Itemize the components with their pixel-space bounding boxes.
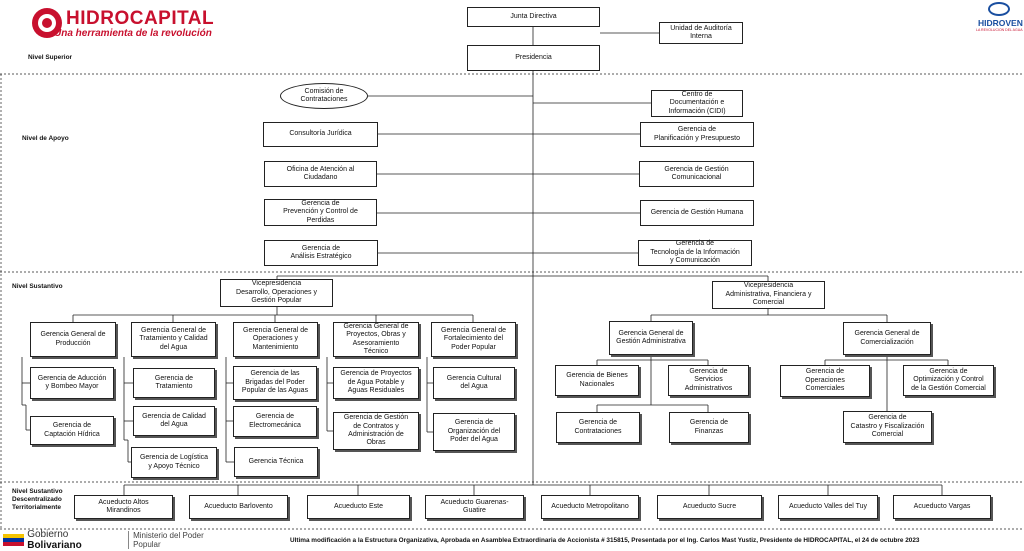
unit-gg-gestion-administrativa[interactable]: Gerencia General de Gestión Administrati… (609, 321, 693, 355)
unit-cultural-agua[interactable]: Gerencia Cultural del Agua (433, 367, 515, 399)
unit-vp-administrativa[interactable]: Vicepresidencia Administrativa, Financie… (712, 281, 825, 309)
hidroven-slogan: LA REVOLUCION DEL AGUA (976, 28, 1023, 32)
ministerio-text: Ministerio del Poder Popular (128, 531, 230, 549)
unit-contrataciones[interactable]: Gerencia de Contrataciones (556, 412, 640, 443)
unit-auditoria-interna[interactable]: Unidad de Auditoría Interna (659, 22, 743, 44)
hidroven-logo: HIDROVEN LA REVOLUCION DEL AGUA (976, 2, 1024, 34)
unit-consultoria-juridica[interactable]: Consultoría Jurídica (263, 122, 378, 147)
gobierno-text: Gobierno Bolivariano (27, 529, 122, 551)
level-label-descentralizado: Nivel Sustantivo Descentralizado Territo… (12, 488, 63, 511)
level-label-sustantivo: Nivel Sustantivo (12, 283, 63, 290)
unit-brigadas-poder-popular[interactable]: Gerencia de las Brigadas del Poder Popul… (233, 366, 317, 400)
gobierno-bolivariano-logo: Gobierno Bolivariano Ministerio del Pode… (0, 529, 230, 551)
unit-acueducto-altos-mirandinos[interactable]: Acueducto Altos Mirandinos (74, 495, 173, 519)
unit-logistica-apoyo[interactable]: Gerencia de Logística y Apoyo Técnico (131, 447, 217, 478)
unit-gg-operaciones[interactable]: Gerencia General de Operaciones y Manten… (233, 322, 318, 357)
unit-acueducto-vargas[interactable]: Acueducto Vargas (893, 495, 991, 519)
footer-modification-note: Ultima modificación a la Estructura Orga… (290, 537, 920, 544)
unit-catastro-fiscalizacion[interactable]: Gerencia de Catastro y Fiscalización Com… (843, 411, 932, 443)
unit-analisis-estrategico[interactable]: Gerencia de Análisis Estratégico (264, 240, 378, 266)
org-slogan: Una herramienta de la revolución (54, 28, 212, 39)
gobierno-word: Gobierno (27, 529, 69, 540)
unit-acueducto-guarenas-guatire[interactable]: Acueducto Guarenas- Guatire (425, 495, 524, 519)
unit-gestion-comunicacional[interactable]: Gerencia de Gestión Comunicacional (639, 161, 754, 187)
unit-junta-directiva[interactable]: Junta Directiva (467, 7, 600, 27)
unit-gg-fortalecimiento[interactable]: Gerencia General de Fortalecimiento del … (431, 322, 516, 357)
unit-acueducto-sucre[interactable]: Acueducto Sucre (657, 495, 762, 519)
unit-operaciones-comerciales[interactable]: Gerencia de Operaciones Comerciales (780, 365, 870, 397)
unit-control-perdidas[interactable]: Gerencia de Prevención y Control de Perd… (264, 199, 377, 226)
unit-tecnologia-informacion[interactable]: Gerencia de Tecnología de la Información… (638, 240, 752, 266)
unit-proyectos-agua-potable[interactable]: Gerencia de Proyectos de Agua Potable y … (333, 367, 419, 399)
unit-planificacion-presupuesto[interactable]: Gerencia de Planificación y Presupuesto (640, 122, 754, 147)
unit-aduccion-bombeo[interactable]: Gerencia de Aducción y Bombeo Mayor (30, 367, 114, 399)
unit-vp-desarrollo-operaciones[interactable]: Vicepresidencia Desarrollo, Operaciones … (220, 279, 333, 307)
unit-acueducto-valles-tuy[interactable]: Acueducto Valles del Tuy (778, 495, 878, 519)
level-label-superior: Nivel Superior (28, 54, 73, 61)
unit-servicios-administrativos[interactable]: Gerencia de Servicios Administrativos (668, 365, 749, 396)
unit-gg-tratamiento[interactable]: Gerencia General de Tratamiento y Calida… (131, 322, 216, 357)
unit-atencion-ciudadano[interactable]: Oficina de Atención al Ciudadano (264, 161, 377, 187)
hidrocapital-logo: HIDROCAPITAL Una herramienta de la revol… (32, 8, 232, 40)
unit-gg-comercializacion[interactable]: Gerencia General de Comercialización (843, 322, 931, 355)
unit-gg-produccion[interactable]: Gerencia General de Producción (30, 322, 116, 357)
unit-contratos-obras[interactable]: Gerencia de Gestión de Contratos y Admin… (333, 412, 419, 450)
water-drop-icon (988, 2, 1010, 16)
unit-tratamiento[interactable]: Gerencia de Tratamiento (133, 368, 215, 398)
unit-gestion-humana[interactable]: Gerencia de Gestión Humana (640, 200, 754, 226)
org-name: HIDROCAPITAL (66, 8, 215, 29)
unit-acueducto-este[interactable]: Acueducto Este (307, 495, 410, 519)
unit-electromecanica[interactable]: Gerencia de Electromecánica (233, 406, 317, 437)
unit-organizacion-poder-agua[interactable]: Gerencia de Organización del Poder del A… (433, 413, 515, 451)
venezuela-flag-icon (3, 534, 25, 546)
unit-calidad-agua[interactable]: Gerencia de Calidad del Agua (133, 406, 215, 436)
unit-captacion-hidrica[interactable]: Gerencia de Captación Hídrica (30, 416, 114, 445)
unit-cidi[interactable]: Centro de Documentación e Información (C… (651, 90, 743, 117)
unit-acueducto-metropolitano[interactable]: Acueducto Metropolitano (541, 495, 639, 519)
unit-bienes-nacionales[interactable]: Gerencia de Bienes Nacionales (555, 365, 639, 396)
hidrocapital-logo-icon (32, 8, 62, 38)
unit-optimizacion-control[interactable]: Gerencia de Optimización y Control de la… (903, 365, 994, 396)
level-label-apoyo: Nivel de Apoyo (22, 135, 69, 142)
unit-gg-proyectos[interactable]: Gerencia General de Proyectos, Obras y A… (333, 322, 419, 357)
unit-presidencia[interactable]: Presidencia (467, 45, 600, 71)
bolivariano-word: Bolivariano (27, 540, 82, 551)
unit-acueducto-barlovento[interactable]: Acueducto Barlovento (189, 495, 288, 519)
hidroven-name: HIDROVEN (978, 18, 1023, 28)
unit-finanzas[interactable]: Gerencia de Finanzas (669, 412, 749, 443)
unit-comision-contrataciones[interactable]: Comisión de Contrataciones (280, 83, 368, 109)
unit-gerencia-tecnica[interactable]: Gerencia Técnica (234, 447, 318, 477)
